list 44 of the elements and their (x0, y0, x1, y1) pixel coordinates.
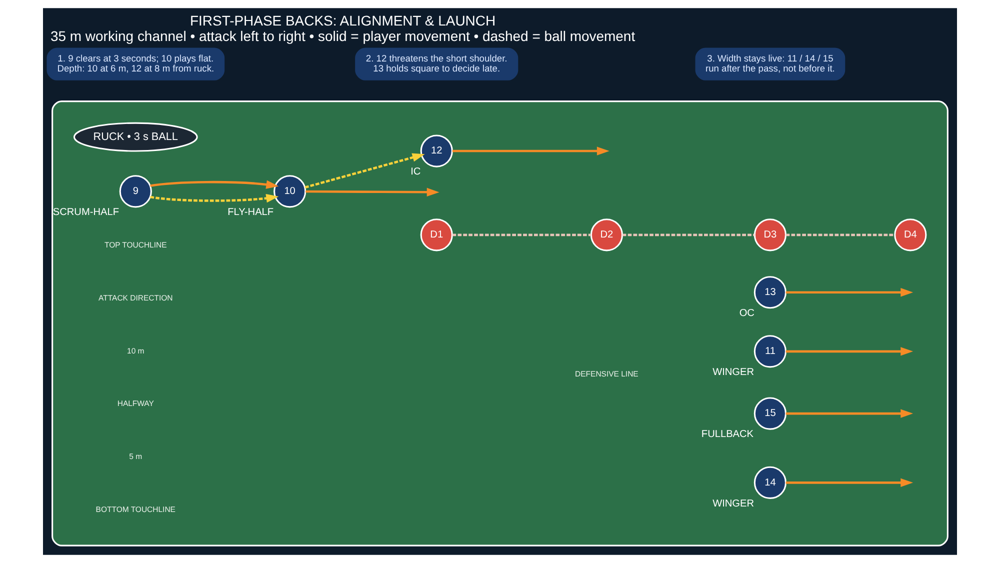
node-box: 3. Width stays live: 11 / 14 / 15 run after the pass, not before it. (695, 48, 846, 80)
node-circle: 10 (274, 175, 306, 208)
node-circle: D1 (420, 218, 453, 252)
connector (786, 234, 895, 236)
caption: 35 m working channel • attack left to right • solid = player movement • dashed = ball movement (50, 28, 636, 44)
diagram-title: FIRST-PHASE BACKS: ALIGNMENT & LAUNCH (190, 12, 496, 29)
label: BOTTOM TOUCHLINE (96, 504, 176, 514)
node-ellipse: RUCK • 3 s BALL (73, 122, 198, 152)
cluster (52, 100, 948, 546)
label: 10 m (127, 346, 144, 356)
label: TOP TOUCHLINE (104, 240, 167, 250)
arrow (786, 288, 914, 297)
node-circle: D2 (590, 218, 624, 252)
node-circle: D3 (754, 218, 787, 252)
label: 5 m (129, 452, 142, 461)
label: DEFENSIVE LINE (575, 370, 638, 379)
arrow (304, 153, 425, 188)
node-label: IC (410, 166, 421, 178)
arrow (786, 409, 914, 418)
node-circle: 9 (119, 175, 152, 208)
node-label: WINGER (712, 367, 754, 378)
node-label: FLY-HALF (228, 207, 274, 218)
node-label: OC (739, 308, 754, 319)
node-box: 1. 9 clears at 3 seconds; 10 plays flat. Depth: 10 at 6 m, 12 at 8 m from ruck. (46, 48, 225, 80)
node-circle: 14 (754, 466, 787, 499)
node-circle: 15 (754, 397, 787, 430)
connector (452, 234, 592, 236)
arrow (150, 194, 279, 203)
connector (622, 234, 755, 236)
arrow (786, 478, 914, 488)
arrow (306, 188, 440, 196)
node-circle: D4 (894, 218, 927, 252)
node-label: WINGER (712, 498, 754, 510)
label: ATTACK DIRECTION (98, 294, 173, 303)
node-circle: 11 (754, 335, 787, 368)
node-circle: 13 (754, 276, 787, 309)
node-label: SCRUM-HALF (52, 207, 119, 218)
arrow (786, 347, 914, 356)
label: HALFWAY (117, 399, 154, 408)
node-circle: 12 (420, 134, 453, 168)
arrow (150, 180, 279, 189)
arrow (452, 146, 610, 156)
node-box: 2. 12 threatens the short shoulder. 13 holds square to decide late. (355, 48, 518, 80)
node-label: FULLBACK (701, 429, 754, 440)
